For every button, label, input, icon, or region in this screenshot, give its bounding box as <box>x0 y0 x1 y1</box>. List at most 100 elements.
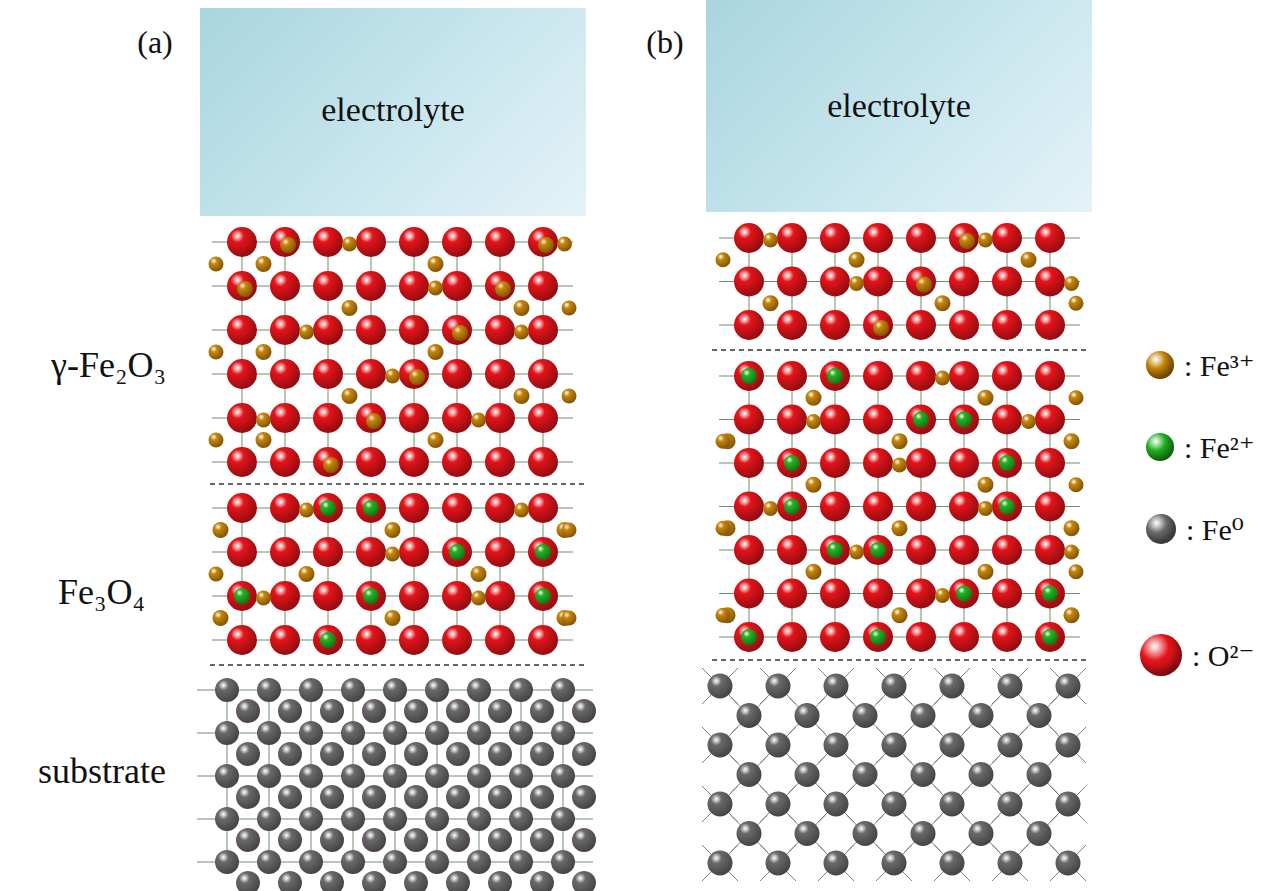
atom <box>795 703 820 728</box>
legend-label: : Fe⁰ <box>1186 512 1244 547</box>
atom <box>827 368 843 384</box>
atom <box>940 733 965 758</box>
atom <box>399 227 429 257</box>
atom <box>863 535 893 565</box>
atom <box>716 252 731 267</box>
atom <box>442 447 472 477</box>
atoms <box>209 223 1084 891</box>
atom <box>425 807 449 831</box>
atom <box>320 871 344 891</box>
atom <box>362 828 386 852</box>
layer-label: substrate <box>38 751 166 792</box>
atom <box>299 503 314 518</box>
atom <box>708 733 733 758</box>
atom <box>820 361 850 391</box>
atom <box>399 581 429 611</box>
atom <box>777 361 807 391</box>
atom <box>278 871 302 891</box>
atom <box>572 828 596 852</box>
atom <box>399 359 429 389</box>
atom <box>870 542 886 558</box>
atom <box>1035 267 1065 297</box>
atom <box>299 721 323 745</box>
atom <box>442 625 472 655</box>
electrolyte-region: electrolyte <box>706 0 1092 212</box>
atom <box>824 792 849 817</box>
atom <box>708 792 733 817</box>
atom <box>978 233 993 248</box>
atom <box>356 403 386 433</box>
atom <box>488 828 512 852</box>
atom <box>911 762 936 787</box>
atom <box>356 447 386 477</box>
atom <box>827 542 843 558</box>
atom <box>906 223 936 253</box>
atom <box>323 457 339 473</box>
atom <box>446 699 470 723</box>
atom <box>425 678 449 702</box>
atom <box>385 547 400 562</box>
atom <box>777 492 807 522</box>
atom <box>863 492 893 522</box>
atom <box>528 625 558 655</box>
atom <box>442 493 472 523</box>
atom <box>998 674 1023 699</box>
atom <box>1056 733 1081 758</box>
atom <box>956 412 972 428</box>
atom <box>404 871 428 891</box>
atom <box>1064 545 1079 560</box>
atom <box>404 785 428 809</box>
atom <box>227 315 257 345</box>
atom <box>236 785 260 809</box>
atom <box>471 566 487 582</box>
atom <box>824 674 849 699</box>
atom <box>999 455 1015 471</box>
atom <box>313 403 343 433</box>
atom <box>1064 520 1080 536</box>
atom <box>1027 703 1052 728</box>
atom <box>509 850 533 874</box>
atom <box>313 625 343 655</box>
atom <box>485 625 515 655</box>
atom <box>935 371 950 386</box>
atom <box>916 277 932 293</box>
atom <box>270 447 300 477</box>
atom <box>356 227 386 257</box>
atom <box>530 828 554 852</box>
atom <box>234 588 250 604</box>
atom <box>313 359 343 389</box>
atom <box>551 721 575 745</box>
atom <box>766 792 791 817</box>
atom <box>906 361 936 391</box>
atom <box>299 566 315 582</box>
layer-label: Fe₃O₄ <box>58 572 145 613</box>
interface-line <box>210 483 585 485</box>
atom <box>1056 851 1081 876</box>
atom <box>978 501 993 516</box>
atom <box>362 871 386 891</box>
interface-lines <box>210 350 1090 665</box>
atom <box>342 237 357 252</box>
atom <box>362 699 386 723</box>
atom <box>341 721 365 745</box>
atom <box>467 678 491 702</box>
atom <box>535 588 551 604</box>
atom <box>428 281 443 296</box>
atom <box>356 537 386 567</box>
legend-label: : Fe²⁺ <box>1184 430 1255 465</box>
atom <box>485 403 515 433</box>
atom <box>356 625 386 655</box>
atom <box>734 579 764 609</box>
atom <box>528 447 558 477</box>
atom <box>428 432 444 448</box>
atom <box>1056 674 1081 699</box>
atom <box>404 828 428 852</box>
atom <box>270 581 300 611</box>
atom <box>270 625 300 655</box>
atom <box>270 227 300 257</box>
atom <box>530 699 554 723</box>
atom <box>385 369 400 384</box>
atom <box>906 492 936 522</box>
atom <box>514 325 529 340</box>
atom <box>485 537 515 567</box>
